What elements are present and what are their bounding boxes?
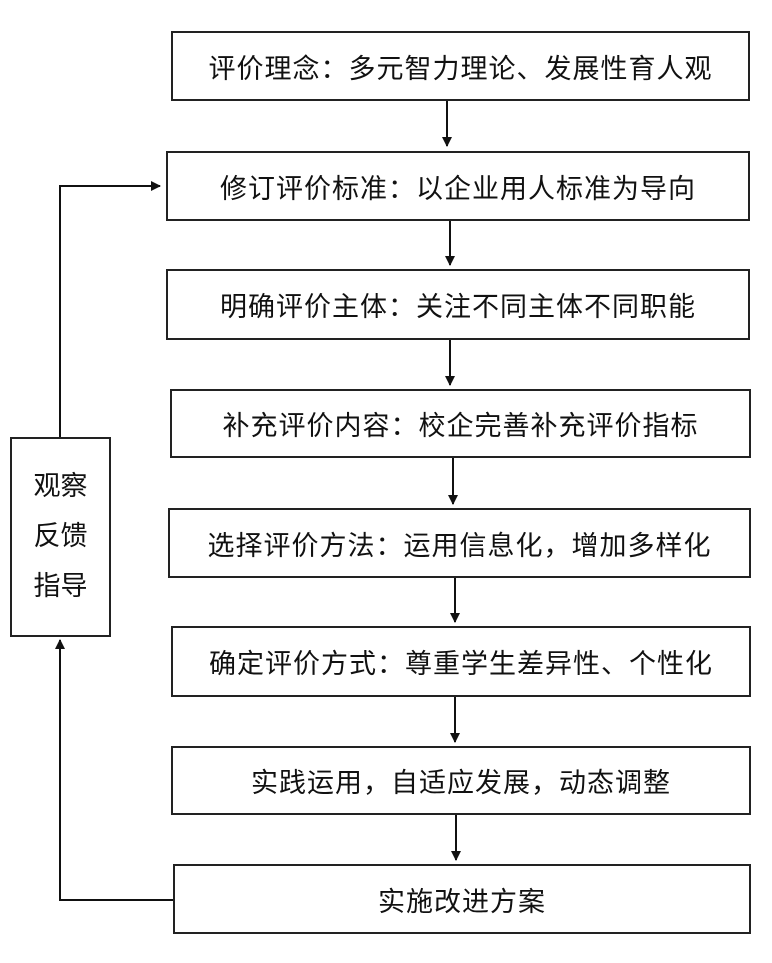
feedback-label-1: 观察 bbox=[33, 471, 88, 502]
step-8-label: 实施改进方案 bbox=[378, 886, 546, 918]
feedback-label-3: 指导 bbox=[33, 571, 88, 602]
step-8-box: 实施改进方案 bbox=[173, 864, 751, 934]
step-7-label: 实践运用，自适应发展，动态调整 bbox=[251, 768, 671, 799]
step-1-label: 评价理念：多元智力理论、发展性育人观 bbox=[208, 53, 713, 85]
step-5-box: 选择评价方法：运用信息化，增加多样化 bbox=[168, 508, 751, 578]
step-2-label: 修订评价标准：以企业用人标准为导向 bbox=[220, 173, 696, 205]
step-2-box: 修订评价标准：以企业用人标准为导向 bbox=[166, 151, 750, 221]
step-3-label: 明确评价主体：关注不同主体不同职能 bbox=[220, 292, 696, 323]
step-3-box: 明确评价主体：关注不同主体不同职能 bbox=[166, 269, 750, 340]
step-6-label: 确定评价方式：尊重学生差异性、个性化 bbox=[209, 649, 713, 680]
step-6-box: 确定评价方式：尊重学生差异性、个性化 bbox=[171, 626, 751, 697]
feedback-label-2: 反馈 bbox=[33, 521, 88, 552]
step-4-label: 补充评价内容：校企完善补充评价指标 bbox=[222, 411, 699, 442]
feedback-return-line bbox=[55, 639, 173, 901]
step-1-box: 评价理念：多元智力理论、发展性育人观 bbox=[171, 31, 750, 101]
step-4-box: 补充评价内容：校企完善补充评价指标 bbox=[170, 389, 751, 458]
feedback-forward-line bbox=[59, 181, 161, 437]
feedback-box: 观察 反馈 指导 bbox=[10, 437, 111, 637]
step-7-box: 实践运用，自适应发展，动态调整 bbox=[171, 746, 751, 815]
step-5-label: 选择评价方法：运用信息化，增加多样化 bbox=[207, 530, 712, 562]
